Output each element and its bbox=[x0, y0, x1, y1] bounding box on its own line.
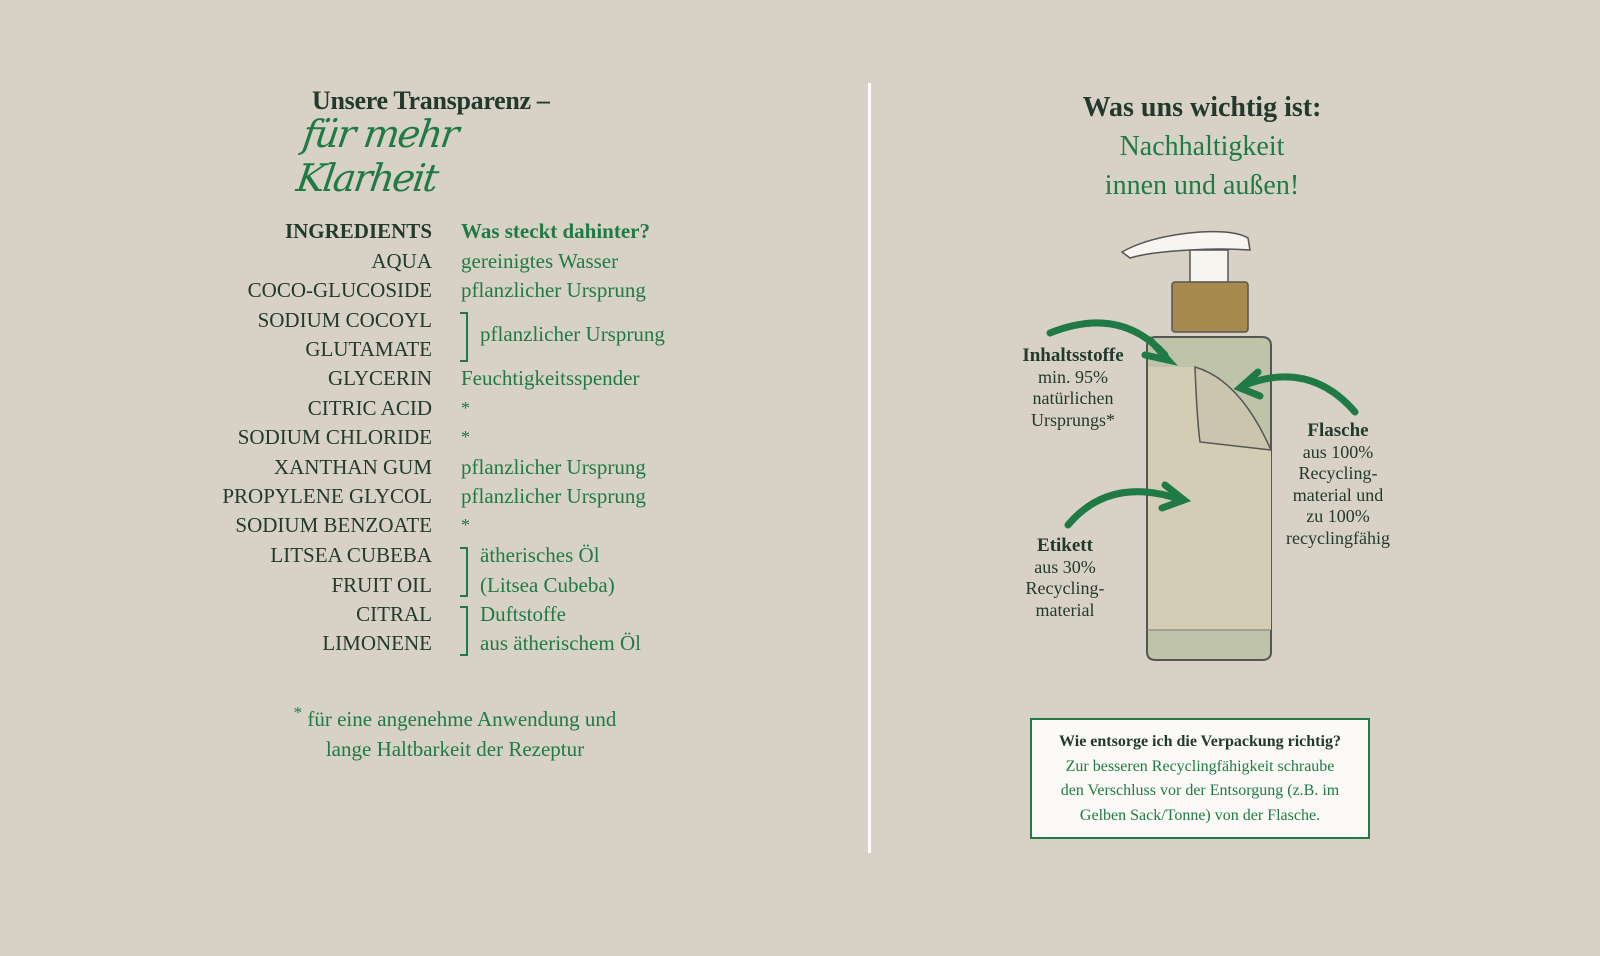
ingredient-group: CITRAL LIMONENE Duftstoffe aus ätherisch… bbox=[160, 599, 760, 659]
ingredient-name: LITSEA CUBEBA bbox=[270, 543, 432, 567]
label-line: Ursprungs* bbox=[1031, 409, 1115, 430]
label-line: natürlichen bbox=[1032, 388, 1114, 408]
ingredient-desc: aus ätherischem Öl bbox=[480, 631, 641, 655]
ingredient-name: GLYCERIN bbox=[327, 366, 432, 390]
box-title: Wie entsorge ich die Verpackung richtig? bbox=[1059, 733, 1341, 750]
label-line: min. 95% bbox=[1038, 366, 1108, 387]
etikett-label: Etikett aus 30% Recycling- material bbox=[1000, 535, 1130, 621]
arrow-icons bbox=[1046, 319, 1359, 529]
arrow-head-icon bbox=[1141, 336, 1178, 366]
ingredient-name: LIMONENE bbox=[322, 631, 432, 655]
ingredient-name: XANTHAN GUM bbox=[273, 455, 432, 479]
ingredient-desc: ätherisches Öl bbox=[480, 543, 600, 567]
arrow-icon bbox=[1064, 488, 1186, 529]
label-line: material bbox=[1035, 599, 1095, 620]
ingredient-row: SODIUM CHLORIDE * bbox=[160, 422, 760, 452]
ingredient-desc: pflanzlicher Ursprung bbox=[461, 484, 646, 508]
ingredient-row: AQUA gereinigtes Wasser bbox=[160, 246, 760, 276]
ingredient-name: GLUTAMATE bbox=[305, 337, 432, 361]
bottle-icon bbox=[1146, 336, 1273, 661]
footnote-line: für eine angenehme Anwendung und bbox=[307, 707, 617, 731]
bracket bbox=[460, 312, 468, 362]
label-line: material und bbox=[1292, 484, 1384, 505]
ingredient-row: GLYCERIN Feuchtigkeitsspender bbox=[160, 363, 760, 393]
ingredient-row: XANTHAN GUM pflanzlicher Ursprung bbox=[160, 452, 760, 482]
explanation-column-header: Was steckt dahinter? bbox=[461, 219, 650, 243]
ingredient-row: CITRIC ACID * bbox=[160, 393, 760, 423]
label-line: aus 30% bbox=[1034, 556, 1096, 577]
ingredient-name: SODIUM CHLORIDE bbox=[237, 425, 432, 449]
right-title: Was uns wichtig ist: bbox=[1082, 92, 1322, 123]
label-line: Recycling- bbox=[1298, 463, 1378, 483]
ingredient-desc: pflanzlicher Ursprung bbox=[461, 278, 646, 302]
bracket bbox=[460, 547, 468, 597]
ingredient-desc: pflanzlicher Ursprung bbox=[461, 455, 646, 479]
ingredient-name: SODIUM BENZOATE bbox=[235, 513, 432, 537]
ingredient-row: SODIUM BENZOATE * bbox=[160, 510, 760, 540]
footnote-line: lange Haltbarkeit der Rezeptur bbox=[325, 737, 585, 761]
ingredient-name: COCO-GLUCOSIDE bbox=[247, 278, 432, 302]
ingredient-name: CITRAL bbox=[356, 602, 432, 626]
left-heading: Unsere Transparenz – für mehr Klarheit bbox=[294, 86, 600, 200]
ingredient-row: COCO-GLUCOSIDE pflanzlicher Ursprung bbox=[160, 275, 760, 305]
ingredient-name: CITRIC ACID bbox=[307, 396, 432, 420]
ingredient-group: LITSEA CUBEBA FRUIT OIL ätherisches Öl (… bbox=[160, 540, 760, 600]
contents-label: Inhaltsstoffe min. 95% natürlichen Urspr… bbox=[1003, 345, 1143, 431]
right-subtitle: innen und außen! bbox=[1104, 170, 1300, 201]
ingredient-desc: pflanzlicher Ursprung bbox=[480, 322, 665, 346]
label-line: Recycling- bbox=[1025, 578, 1105, 598]
ingredient-desc: Feuchtigkeitsspender bbox=[461, 366, 640, 390]
ingredient-desc: gereinigtes Wasser bbox=[461, 249, 619, 273]
box-line: Zur besseren Recyclingfähigkeit schraube bbox=[1065, 757, 1335, 775]
asterisk-mark: * bbox=[293, 703, 303, 722]
divider bbox=[868, 83, 871, 853]
bottle-label: Flasche aus 100% Recycling- material und… bbox=[1268, 420, 1408, 549]
label-title: Etikett bbox=[1037, 535, 1093, 556]
ingredient-name: PROPYLENE GLYCOL bbox=[222, 484, 432, 508]
right-subtitle: Nachhaltigkeit bbox=[1119, 131, 1285, 162]
box-line: Gelben Sack/Tonne) von der Flasche. bbox=[1079, 806, 1321, 824]
asterisk-mark: * bbox=[461, 427, 470, 447]
ingredient-desc: Duftstoffe bbox=[480, 602, 566, 626]
label-title: Flasche bbox=[1307, 420, 1369, 441]
ingredient-group: SODIUM COCOYL GLUTAMATE pflanzlicher Urs… bbox=[160, 305, 760, 365]
ingredient-desc: (Litsea Cubeba) bbox=[480, 573, 615, 597]
left-title: Unsere Transparenz – bbox=[312, 86, 550, 115]
ingredients-column-header: INGREDIENTS bbox=[284, 219, 432, 243]
label-title: Inhaltsstoffe bbox=[1022, 345, 1124, 366]
asterisk-mark: * bbox=[461, 515, 470, 535]
footnote: * für eine angenehme Anwendung und lange… bbox=[240, 698, 670, 764]
ingredient-name: SODIUM COCOYL bbox=[257, 308, 432, 332]
pump-icon bbox=[1120, 230, 1251, 333]
ingredient-name: FRUIT OIL bbox=[331, 573, 432, 597]
arrow-icon bbox=[1241, 373, 1359, 416]
label-line: recyclingfähig bbox=[1286, 527, 1390, 548]
bracket bbox=[460, 606, 468, 656]
ingredient-row: PROPYLENE GLYCOL pflanzlicher Ursprung bbox=[160, 481, 760, 511]
ingredients-header: INGREDIENTS Was steckt dahinter? bbox=[160, 216, 760, 246]
disposal-info-box: Wie entsorge ich die Verpackung richtig?… bbox=[1030, 718, 1370, 839]
box-line: den Verschluss vor der Entsorgung (z.B. … bbox=[1060, 782, 1340, 799]
asterisk-mark: * bbox=[461, 398, 470, 418]
ingredient-name: AQUA bbox=[371, 249, 432, 273]
label-line: zu 100% bbox=[1306, 506, 1370, 526]
arrow-head-icon bbox=[1158, 481, 1192, 512]
right-heading: Was uns wichtig ist: Nachhaltigkeit inne… bbox=[1000, 88, 1404, 205]
label-line: aus 100% bbox=[1302, 441, 1374, 462]
arrow-head-icon bbox=[1233, 368, 1264, 400]
